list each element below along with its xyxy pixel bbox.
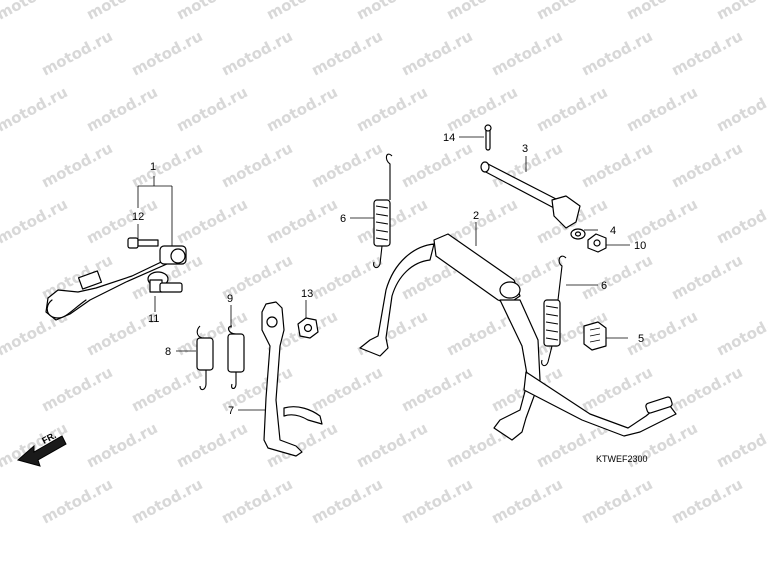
watermark-text: motod.ru xyxy=(578,27,655,79)
cotter-pin-14 xyxy=(484,124,492,151)
bolt-10 xyxy=(587,233,607,253)
watermark-text: motod.ru xyxy=(0,0,71,24)
callout-12: 12 xyxy=(132,211,144,223)
watermark-text: motod.ru xyxy=(218,475,295,527)
spring-8 xyxy=(196,325,214,391)
watermark-text: motod.ru xyxy=(443,0,520,24)
watermark-text: motod.ru xyxy=(578,475,655,527)
main-stand xyxy=(359,233,677,441)
callout-7: 7 xyxy=(228,405,234,417)
callout-3: 3 xyxy=(522,143,528,155)
callout-5: 5 xyxy=(638,333,644,345)
watermark-text: motod.ru xyxy=(533,0,610,24)
callout-13: 13 xyxy=(301,288,313,300)
watermark-text: motod.ru xyxy=(668,363,745,415)
watermark-text: motod.ru xyxy=(623,307,700,359)
callout-1: 1 xyxy=(150,161,156,173)
watermark-text: motod.ru xyxy=(0,83,71,135)
watermark-text: motod.ru xyxy=(623,83,700,135)
stopper-5 xyxy=(583,321,607,351)
watermark-text: motod.ru xyxy=(308,27,385,79)
washer-4 xyxy=(570,228,586,240)
watermark-text: motod.ru xyxy=(38,27,115,79)
watermark-text: motod.ru xyxy=(128,27,205,79)
side-stand-switch xyxy=(45,245,187,321)
watermark-text: motod.ru xyxy=(398,475,475,527)
spring-6b xyxy=(541,255,567,367)
watermark-text: motod.ru xyxy=(173,195,250,247)
watermark-text: motod.ru xyxy=(398,27,475,79)
watermark-text: motod.ru xyxy=(488,475,565,527)
watermark-text: motod.ru xyxy=(353,307,430,359)
callout-14: 14 xyxy=(443,132,455,144)
watermark-text: motod.ru xyxy=(173,83,250,135)
watermark-text: motod.ru xyxy=(443,83,520,135)
spring-6a xyxy=(373,153,393,269)
watermark-text: motod.ru xyxy=(713,307,768,359)
watermark-text: motod.ru xyxy=(578,139,655,191)
watermark-text: motod.ru xyxy=(38,363,115,415)
watermark-text: motod.ru xyxy=(83,83,160,135)
watermark-text: motod.ru xyxy=(668,475,745,527)
watermark-text: motod.ru xyxy=(83,419,160,471)
watermark-text: motod.ru xyxy=(173,419,250,471)
front-direction-marker: FR. xyxy=(16,430,67,467)
watermark-text: motod.ru xyxy=(488,27,565,79)
watermark-text: motod.ru xyxy=(128,139,205,191)
watermark-text: motod.ru xyxy=(668,251,745,303)
watermark-text: motod.ru xyxy=(623,0,700,24)
callout-labels: 1 2 3 4 5 6 6 7 8 9 10 11 12 13 14 xyxy=(132,132,646,417)
bolt-11 xyxy=(147,271,183,293)
watermark-text: motod.ru xyxy=(0,195,71,247)
side-stand xyxy=(261,301,323,457)
callout-6a: 6 xyxy=(340,213,346,225)
watermark-text: motod.ru xyxy=(668,139,745,191)
watermark-text: motod.ru xyxy=(713,195,768,247)
watermark-text: motod.ru xyxy=(353,0,430,24)
watermark-text: motod.ru xyxy=(218,139,295,191)
callout-6b: 6 xyxy=(601,280,607,292)
watermark-text: motod.ru xyxy=(263,83,340,135)
stand-shaft-3 xyxy=(480,161,581,229)
bolt-12 xyxy=(127,237,159,249)
watermark-text: motod.ru xyxy=(128,363,205,415)
watermark-text: motod.ru xyxy=(38,139,115,191)
callout-4: 4 xyxy=(610,225,616,237)
watermark-text: motod.ru xyxy=(308,139,385,191)
leader-lines xyxy=(137,136,630,411)
watermark-text: motod.ru xyxy=(308,475,385,527)
callout-8: 8 xyxy=(165,346,171,358)
watermark-text: motod.ru xyxy=(398,363,475,415)
watermark-text: motod.ru xyxy=(353,195,430,247)
callout-9: 9 xyxy=(227,293,233,305)
watermark-text: motod.ru xyxy=(533,83,610,135)
watermark-text: motod.ru xyxy=(713,0,768,24)
watermark-text: motod.ru xyxy=(218,27,295,79)
watermark-text: motod.ru xyxy=(353,83,430,135)
watermark-text: motod.ru xyxy=(668,27,745,79)
watermark-text: motod.ru xyxy=(173,0,250,24)
watermark-text: motod.ru xyxy=(263,0,340,24)
callout-2: 2 xyxy=(473,210,479,222)
nut-13 xyxy=(297,317,319,339)
diagram-code: KTWEF2300 xyxy=(596,454,648,464)
watermark-text: motod.ru xyxy=(38,475,115,527)
watermark-text: motod.ru xyxy=(713,419,768,471)
watermark-text: motod.ru xyxy=(308,251,385,303)
watermark-text: motod.ru xyxy=(83,0,160,24)
watermark-text: motod.ru xyxy=(578,251,655,303)
spring-9 xyxy=(227,325,245,390)
watermark-text: motod.ru xyxy=(398,139,475,191)
watermark-text: motod.ru xyxy=(578,363,655,415)
watermark-text: motod.ru xyxy=(263,195,340,247)
watermark-text: motod.ru xyxy=(353,419,430,471)
watermark-text: motod.ru xyxy=(308,363,385,415)
watermark-text: motod.ru xyxy=(713,83,768,135)
callout-11: 11 xyxy=(148,313,159,325)
callout-10: 10 xyxy=(634,240,646,252)
watermark-text: motod.ru xyxy=(128,475,205,527)
